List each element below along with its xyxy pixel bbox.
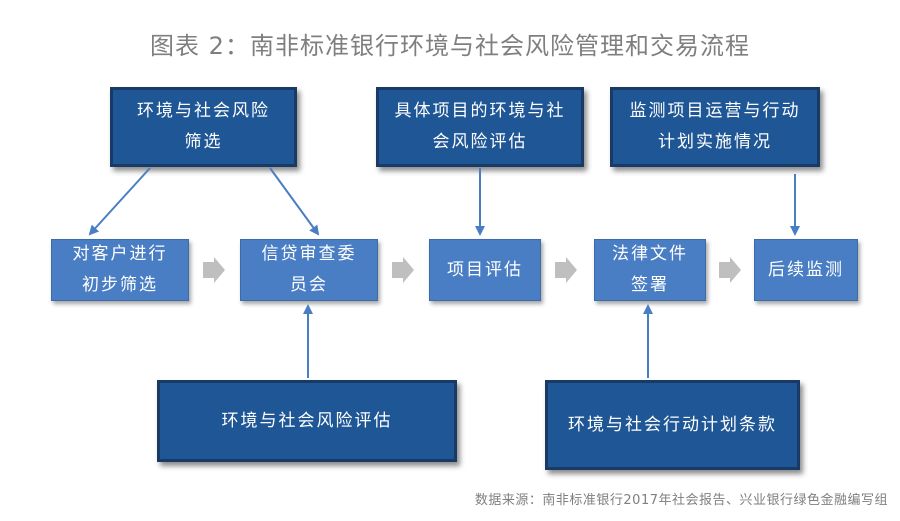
follow-up-box: 后续监测 bbox=[754, 239, 858, 301]
figure-title: 图表 2：南非标准银行环境与社会风险管理和交易流程 bbox=[150, 32, 750, 60]
legal-documents-label: 法律文件签署 bbox=[612, 244, 688, 295]
chevron-arrow-1 bbox=[203, 257, 225, 283]
chevron-arrow-3 bbox=[555, 257, 577, 283]
initial-screening-box: 对客户进行初步筛选 bbox=[51, 239, 189, 301]
legal-documents-box: 法律文件签署 bbox=[594, 239, 706, 301]
initial-screening-label: 对客户进行初步筛选 bbox=[72, 244, 168, 295]
risk-assessment-label: 环境与社会风险评估 bbox=[221, 410, 393, 431]
chevron-arrow-4 bbox=[719, 257, 741, 283]
chevron-arrow-2 bbox=[392, 257, 414, 283]
follow-up-label: 后续监测 bbox=[768, 259, 844, 280]
project-assessment-box: 具体项目的环境与社会风险评估 bbox=[376, 87, 584, 167]
project-evaluation-box: 项目评估 bbox=[429, 239, 541, 301]
monitoring-box: 监测项目运营与行动计划实施情况 bbox=[610, 87, 820, 167]
screening-box: 环境与社会风险筛选 bbox=[110, 87, 297, 167]
project-evaluation-label: 项目评估 bbox=[447, 259, 523, 280]
credit-committee-box: 信贷审查委员会 bbox=[240, 239, 378, 301]
source-note: 数据来源：南非标准银行2017年社会报告、兴业银行绿色金融编写组 bbox=[474, 493, 888, 508]
risk-assessment-box: 环境与社会风险评估 bbox=[157, 380, 457, 462]
project-assessment-label: 具体项目的环境与社会风险评估 bbox=[394, 101, 566, 152]
monitoring-label: 监测项目运营与行动计划实施情况 bbox=[629, 101, 801, 152]
credit-committee-label: 信贷审查委员会 bbox=[261, 244, 357, 295]
arrow-screening-to-committee bbox=[269, 167, 320, 236]
arrow-screening-to-initial bbox=[88, 167, 151, 236]
action-plan-label: 环境与社会行动计划条款 bbox=[568, 414, 777, 435]
screening-label: 环境与社会风险筛选 bbox=[137, 101, 270, 152]
action-plan-box: 环境与社会行动计划条款 bbox=[545, 380, 800, 470]
